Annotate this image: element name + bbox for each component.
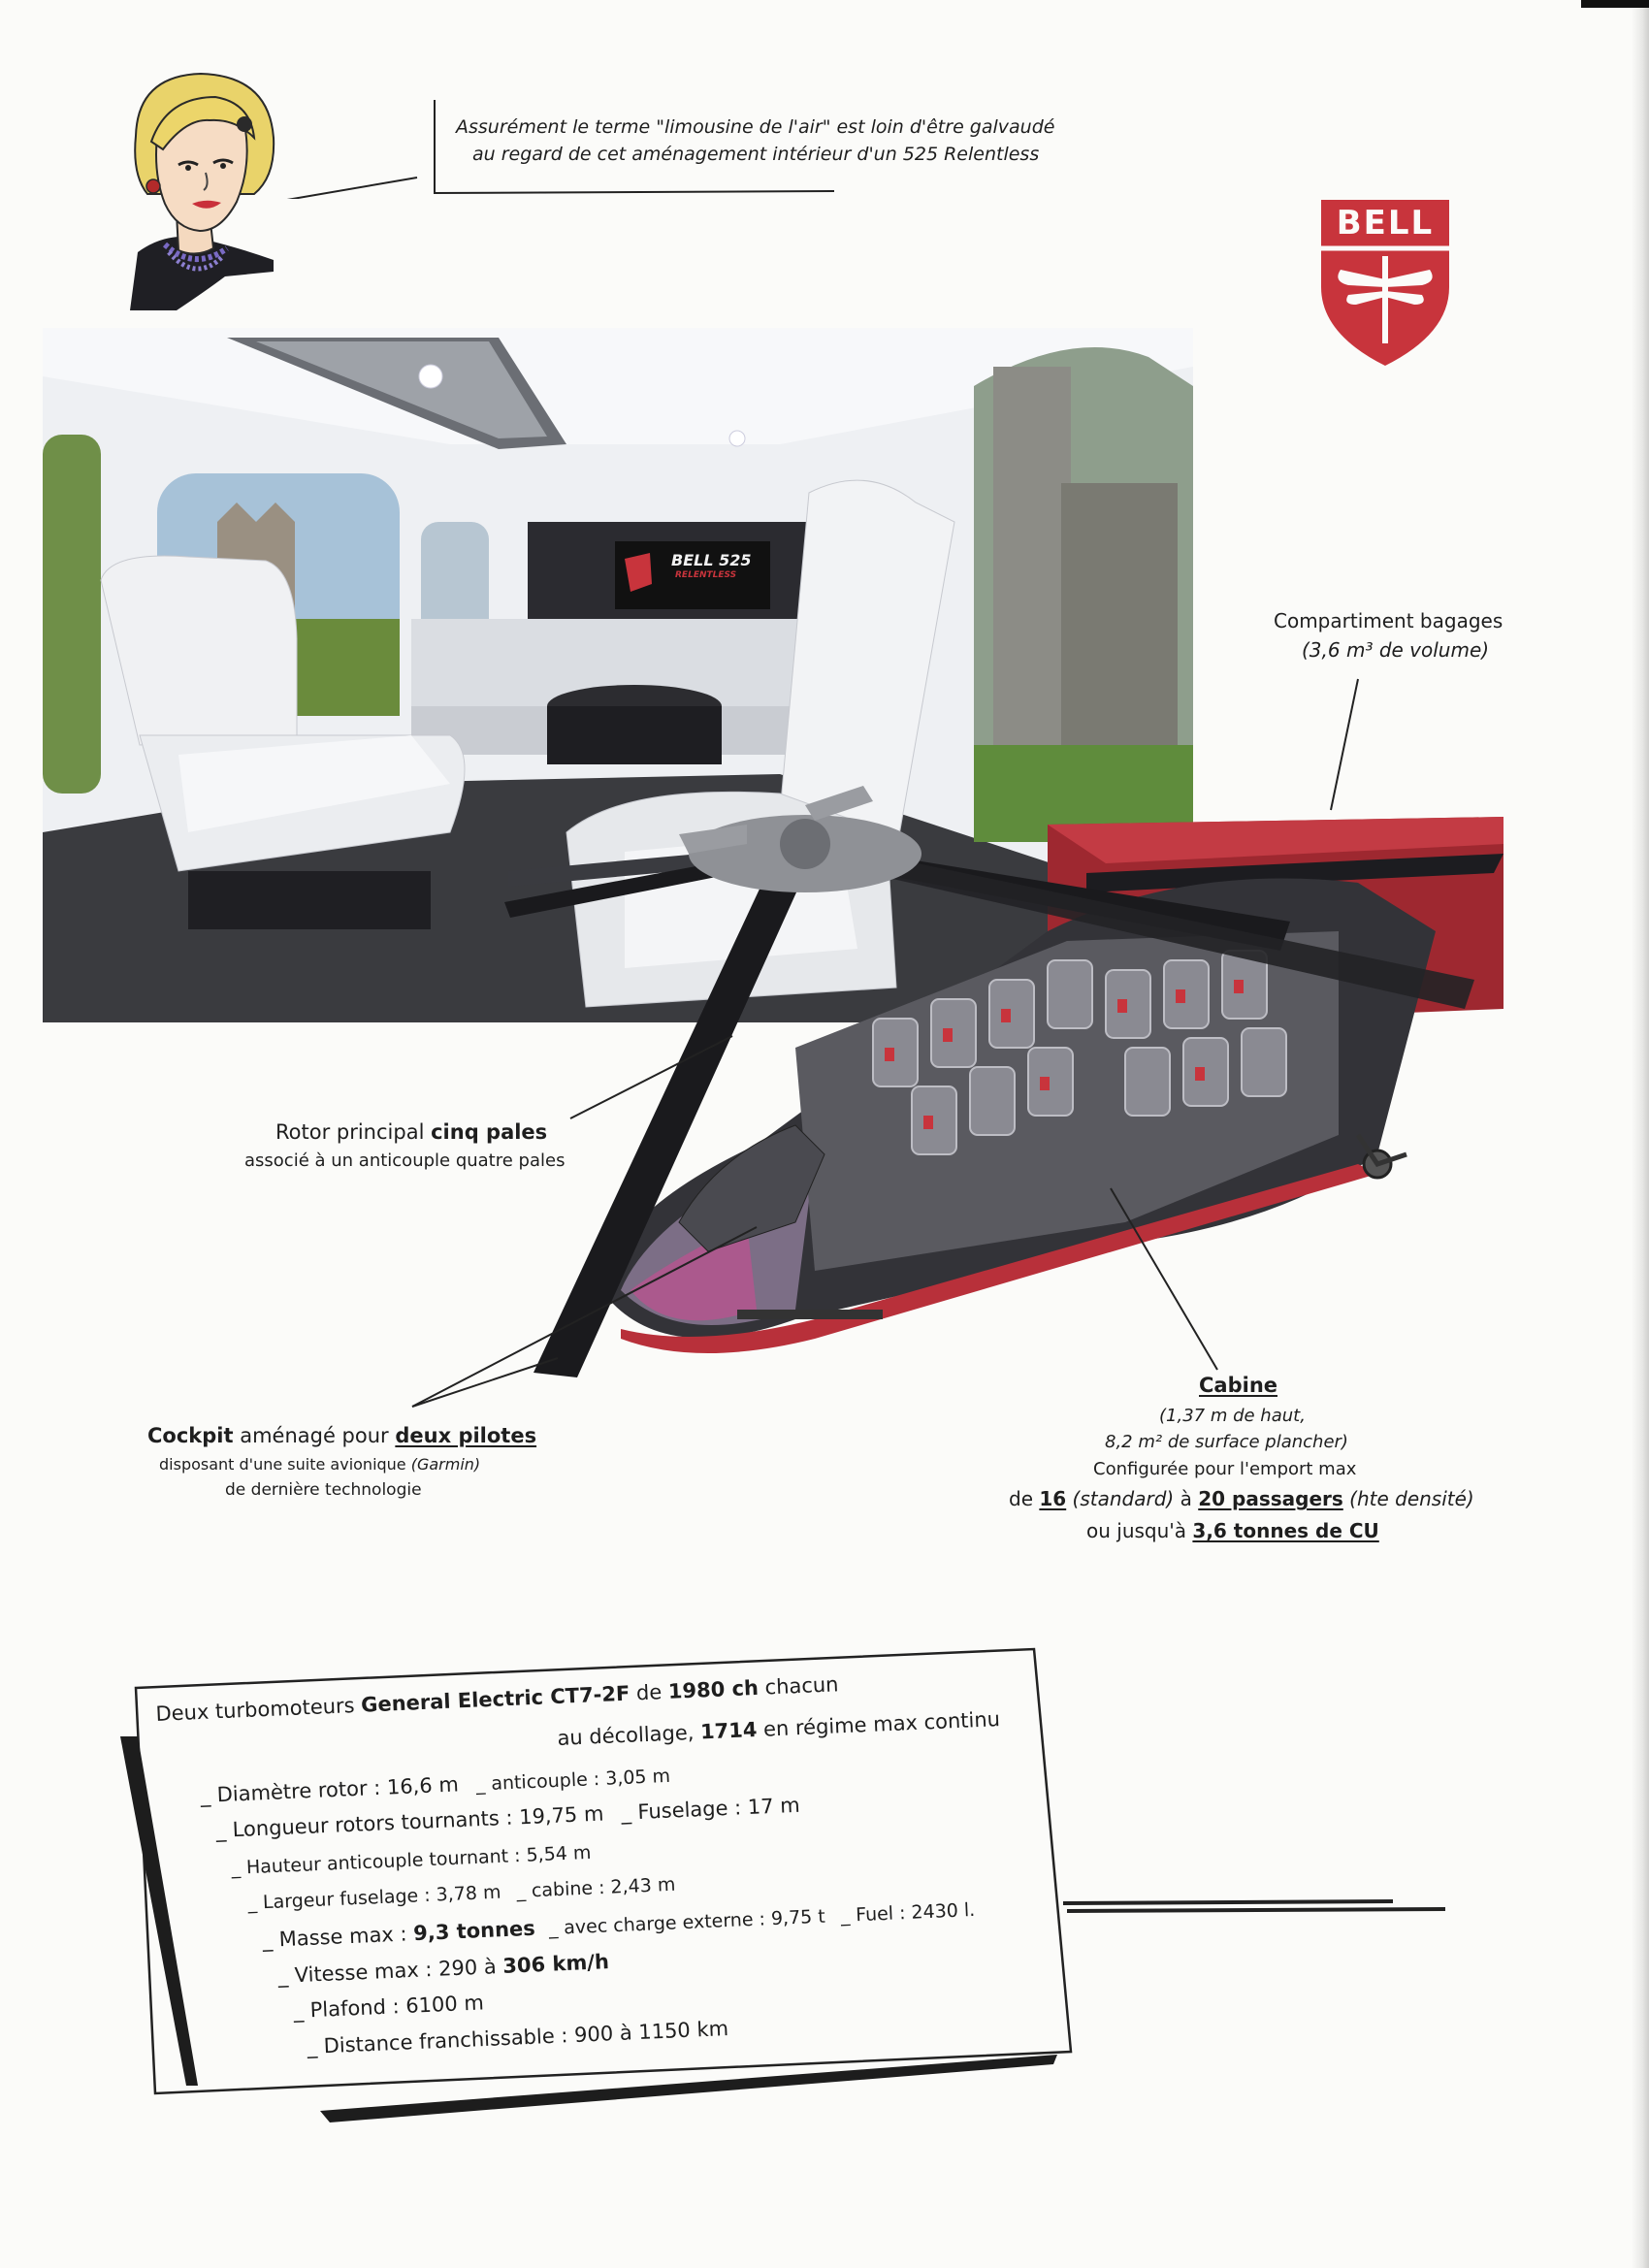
rotor-callout-line-1: Rotor principal cinq pales <box>275 1120 547 1144</box>
cabin-l4-n1: 16 <box>1039 1487 1067 1510</box>
cartoon-woman-illustration <box>130 72 275 310</box>
cockpit-callout-line-3: de dernière technologie <box>225 1480 422 1500</box>
baggage-callout-detail: (3,6 m³ de volume) <box>1302 638 1490 662</box>
cabin-l4-n2: 20 passagers <box>1198 1487 1343 1510</box>
cabin-interior-photo: BELL 525 RELENTLESS <box>43 328 1193 1022</box>
cabin-callout-line-1: (1,37 m de haut, <box>1159 1406 1306 1426</box>
cockpit-callout-mid: aménagé pour <box>233 1424 396 1447</box>
cockpit-callout-strong-1: Cockpit <box>147 1424 234 1447</box>
rotor-callout-line-2: associé à un anticouple quatre pales <box>244 1150 566 1171</box>
cabin-l5-pre: ou jusqu'à <box>1086 1519 1193 1542</box>
bell-logo-text: BELL <box>1336 204 1435 243</box>
cabin-l4-std: (standard) <box>1066 1487 1175 1510</box>
rotor-callout-strong: cinq pales <box>431 1120 548 1144</box>
spec-l8-strong: 306 km/h <box>501 1950 610 1978</box>
caption-line-1: Assurément le terme "limousine de l'air"… <box>456 116 1055 138</box>
cabin-l4-a: à <box>1174 1487 1199 1510</box>
cabin-l5-strong: 3,6 tonnes de CU <box>1192 1519 1379 1542</box>
helicopter-cutaway-illustration <box>504 786 1504 1377</box>
cabin-l4-hd: (hte densité) <box>1342 1487 1474 1510</box>
cabin-callout-title: Cabine <box>1199 1374 1278 1397</box>
spec-l1-de: de <box>629 1679 669 1705</box>
spec-l1-post: chacun <box>758 1672 839 1700</box>
cabin-callout-line-4: de 16 (standard) à 20 passagers (hte den… <box>1009 1487 1474 1510</box>
cabin-callout-line-3: Configurée pour l'emport max <box>1093 1459 1357 1479</box>
cabin-callout-line-2: 8,2 m² de surface plancher) <box>1105 1432 1348 1452</box>
cockpit-callout-line-2b: (Garmin) <box>410 1455 481 1474</box>
spec-l1-power: 1980 ch <box>667 1675 760 1703</box>
caption-pointer <box>286 100 835 199</box>
rotor-callout-prefix: Rotor principal <box>275 1120 432 1144</box>
cockpit-callout-line-1: Cockpit aménagé pour deux pilotes <box>147 1424 536 1447</box>
cockpit-callout-strong-2: deux pilotes <box>395 1424 537 1447</box>
scan-edge <box>1632 0 1649 2268</box>
caption-line-2: au regard de cet aménagement intérieur d… <box>472 144 1040 165</box>
cabin-callout-line-5: ou jusqu'à 3,6 tonnes de CU <box>1086 1519 1379 1542</box>
cabin-l4-de: de <box>1009 1487 1040 1510</box>
spec-l2-power: 1714 <box>699 1718 758 1744</box>
cockpit-callout-line-2a: disposant d'une suite avionique <box>159 1455 411 1474</box>
bell-logo: BELL <box>1319 198 1451 368</box>
baggage-callout-title: Compartiment bagages <box>1274 609 1504 632</box>
cockpit-callout-line-2: disposant d'une suite avionique (Garmin) <box>159 1455 480 1474</box>
interior-screen-brand: BELL 525 <box>671 551 752 569</box>
scan-edge-dark <box>1581 0 1649 8</box>
interior-screen-subtitle: RELENTLESS <box>675 570 737 580</box>
